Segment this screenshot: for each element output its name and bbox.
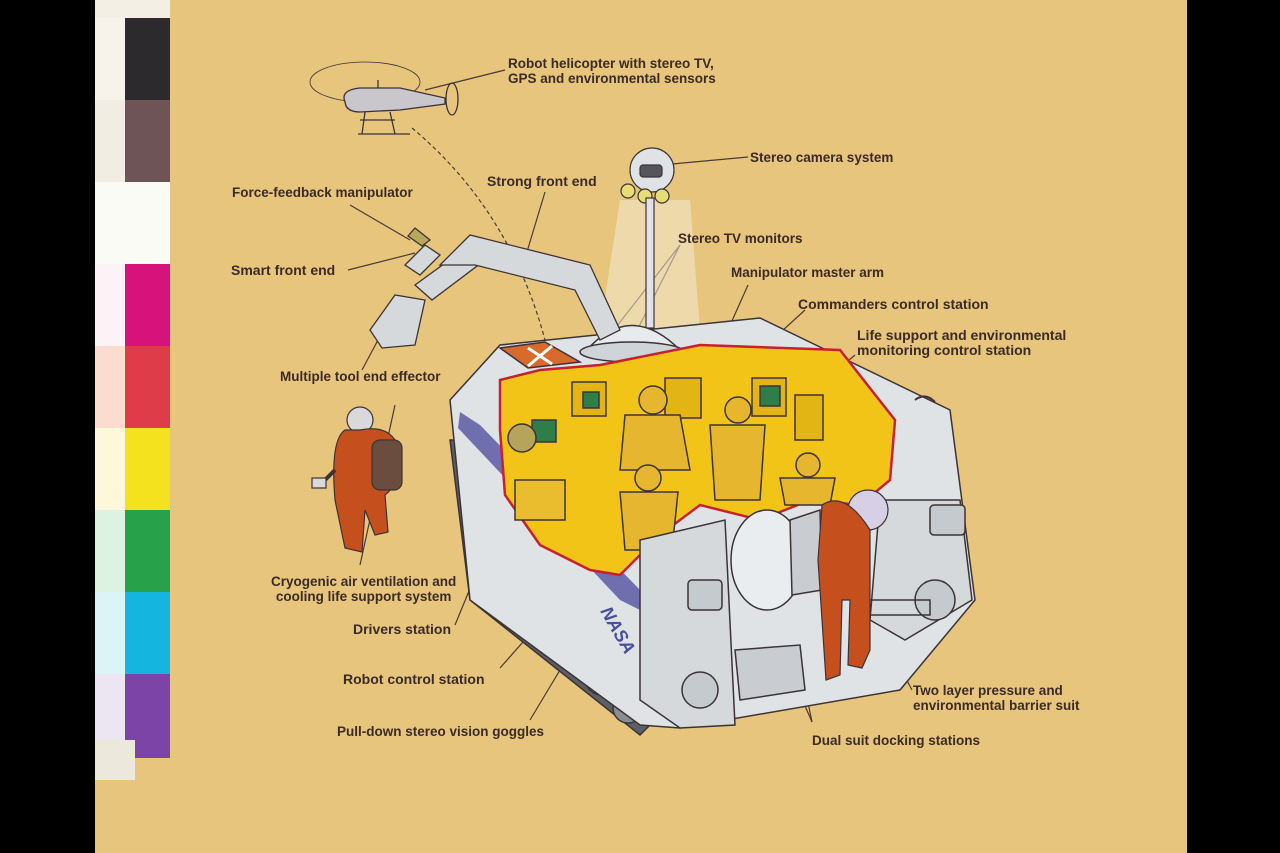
label-stereo-tv-monitors: Stereo TV monitors — [678, 231, 803, 246]
camera-mast-icon — [600, 147, 700, 330]
label-dual-suit-docking: Dual suit docking stations — [812, 733, 981, 748]
label-strong-front-end: Strong front end — [487, 173, 597, 189]
strip-tape — [95, 740, 135, 780]
label-robot-control-station: Robot control station — [343, 671, 485, 687]
helicopter-icon — [309, 61, 459, 135]
label-helicopter-line1: Robot helicopter with stereo TV, — [508, 56, 714, 71]
label-helicopter-line2: GPS and environmental sensors — [508, 71, 716, 86]
strip-cap — [95, 0, 170, 18]
swatch-black — [95, 18, 170, 100]
label-pressure-suit-line1: Two layer pressure and — [913, 683, 1063, 698]
label-stereo-camera: Stereo camera system — [750, 150, 894, 165]
label-life-support: Life support and environmental monitorin… — [857, 328, 1066, 358]
pressure-suit-figure-icon — [311, 406, 403, 553]
label-life-support-line1: Life support and environmental — [857, 327, 1067, 343]
label-tool-end-effector: Multiple tool end effector — [280, 369, 441, 384]
label-cryogenic: Cryogenic air ventilation and cooling li… — [271, 574, 456, 604]
swatch-red — [95, 346, 170, 428]
label-manipulator-master-arm: Manipulator master arm — [731, 265, 885, 280]
swatch-white — [95, 182, 170, 264]
label-smart-front-end: Smart front end — [231, 262, 336, 278]
label-drivers-station: Drivers station — [353, 621, 452, 637]
swatch-yellow — [95, 428, 170, 510]
manipulator-arm-icon — [369, 227, 621, 349]
pressure-suit-figure-icon — [817, 489, 889, 681]
label-force-feedback: Force-feedback manipulator — [232, 185, 413, 200]
label-helicopter: Robot helicopter with stereo TV, GPS and… — [508, 56, 716, 86]
swatch-green — [95, 510, 170, 592]
label-cryogenic-line2: cooling life support system — [275, 589, 452, 604]
label-stereo-goggles: Pull-down stereo vision goggles — [337, 724, 545, 739]
swatch-cyan — [95, 592, 170, 674]
label-life-support-line2: monitoring control station — [857, 342, 1032, 358]
swatch-brown — [95, 100, 170, 182]
label-commanders-station: Commanders control station — [798, 296, 989, 312]
crew-figure-icon — [507, 385, 836, 551]
label-pressure-suit: Two layer pressure and environmental bar… — [913, 683, 1080, 713]
label-cryogenic-line1: Cryogenic air ventilation and — [271, 574, 457, 589]
label-pressure-suit-line2: environmental barrier suit — [913, 698, 1080, 713]
swatch-magenta — [95, 264, 170, 346]
crawler-vehicle-icon: NASA — [449, 317, 976, 737]
